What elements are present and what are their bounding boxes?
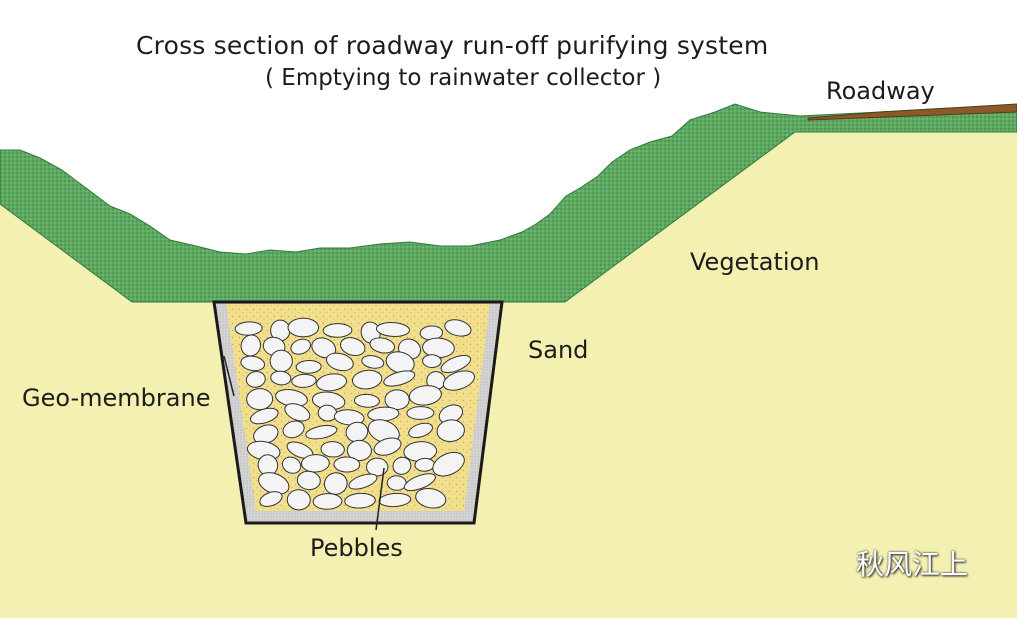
pebble [344,492,376,509]
pebbles-group [234,317,476,511]
pebble [351,369,383,390]
diagram-title: Cross section of roadway run-off purifyi… [136,31,769,60]
pebble [311,337,337,359]
pebble [403,473,436,492]
pebble [240,355,265,372]
pebble [353,393,380,408]
pebble [282,420,305,439]
pebble [346,439,372,462]
pebble [436,419,465,443]
pebble [259,491,283,507]
diagram-subtitle: ( Emptying to rainwater collector ) [265,65,662,91]
pebble [384,389,410,411]
pebble [442,370,476,391]
pebble [369,337,396,354]
pebble [444,319,472,337]
vegetation-label: Vegetation [690,248,820,276]
pebble [301,454,330,473]
pebble [245,371,266,388]
pebble [281,456,302,474]
pebble [375,322,411,337]
pebble [246,388,274,411]
pebble [323,472,348,495]
pebbles-label: Pebbles [310,534,403,562]
pebble [312,493,343,510]
pebble [286,489,311,511]
pebble [408,385,442,406]
pebble [284,403,311,422]
roadway-surface [807,103,1017,121]
pebble [432,451,465,477]
pebble [291,373,317,388]
pebble [333,456,361,473]
pebble [333,409,365,426]
pebble [340,337,366,357]
sky-area [0,0,1017,254]
pebble [316,373,348,392]
pebble [366,457,389,477]
pebble [361,355,385,369]
pebble [440,354,472,374]
pebble [422,354,442,369]
pebble [296,470,321,491]
pebble [415,487,447,509]
pebble [325,352,354,372]
pebble [295,359,322,374]
pebbles-leader-line [375,467,385,531]
geo-membrane-label: Geo-membrane [22,384,211,412]
pebble [240,334,262,357]
pebble [386,475,407,491]
pebble [322,323,353,338]
pebble [305,424,338,440]
geo-membrane-leader-line [223,355,235,397]
sand-label: Sand [528,336,589,364]
pebble [250,407,279,425]
pebble [383,370,416,387]
pebble [406,406,435,420]
pebble [373,437,402,456]
pebble [392,456,412,475]
pebble [408,422,433,439]
pebble [290,338,311,355]
pebble [348,473,378,490]
pebble [287,317,320,338]
pebble [270,370,292,386]
pebble [320,441,345,458]
roadway-label: Roadway [826,77,935,105]
watermark-text: 秋风江上 [856,548,969,581]
